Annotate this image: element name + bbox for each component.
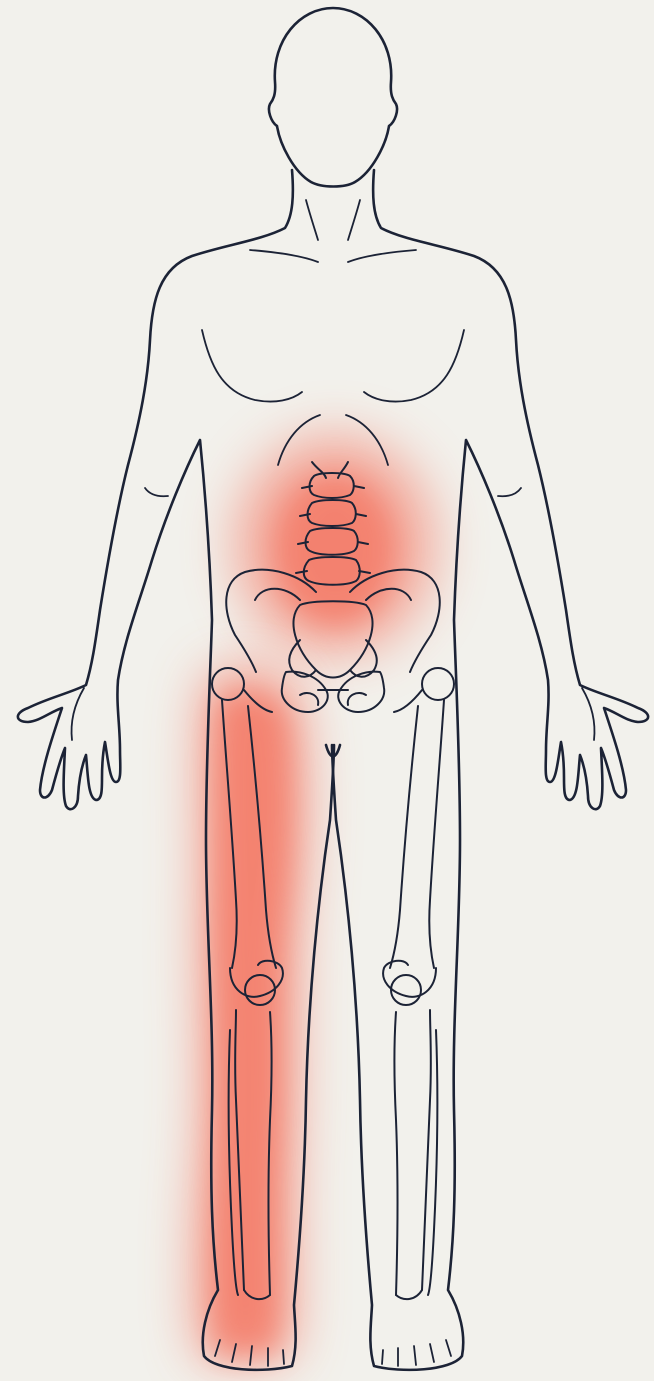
pain-highlight-lower-back bbox=[235, 435, 435, 655]
